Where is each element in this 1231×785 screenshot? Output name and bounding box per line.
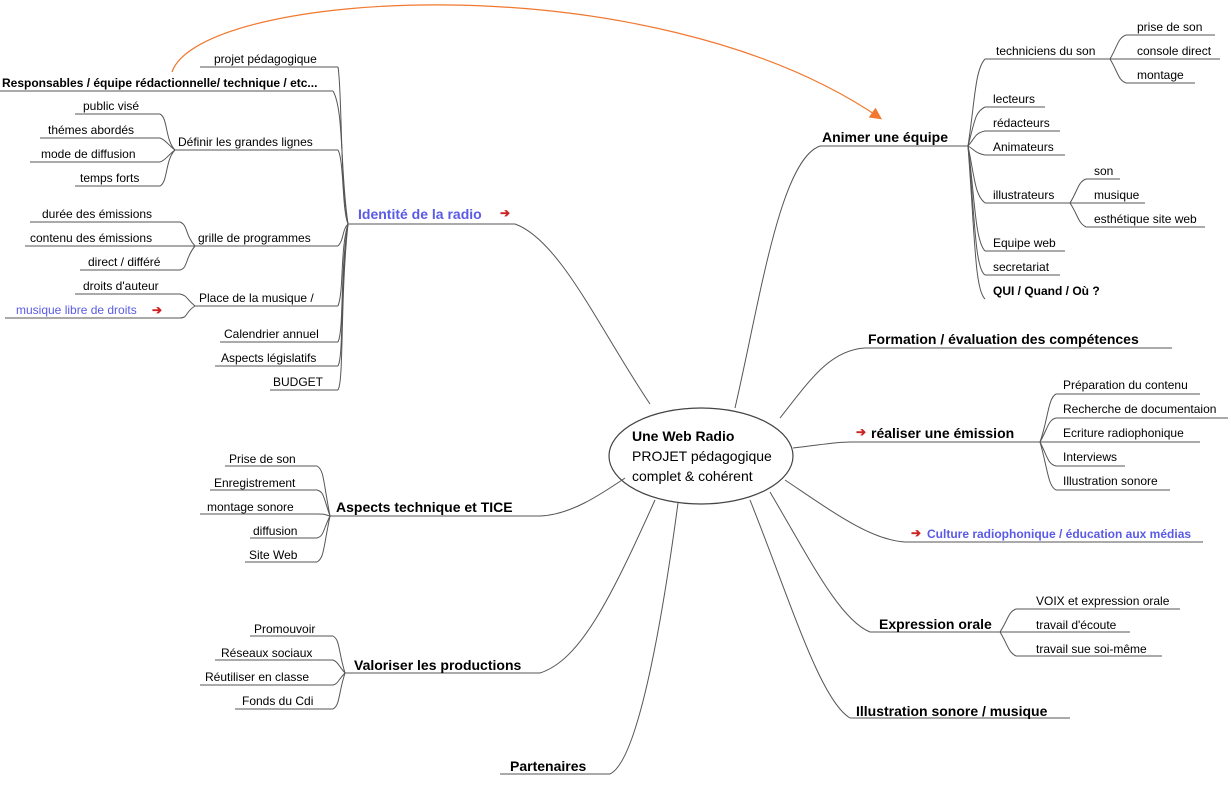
node-qui-quand-ou[interactable]: QUI / Quand / Où ? bbox=[993, 284, 1100, 298]
node-mode-diffusion[interactable]: mode de diffusion bbox=[41, 147, 136, 161]
node-travail-ecoute[interactable]: travail d'écoute bbox=[1036, 618, 1117, 632]
node-interviews[interactable]: Interviews bbox=[1063, 450, 1118, 464]
connector-formation bbox=[779, 347, 866, 419]
node-definir-grandes-lignes[interactable]: Définir les grandes lignes bbox=[178, 135, 313, 149]
node-recherche-documentation[interactable]: Recherche de documentaion bbox=[1063, 402, 1217, 416]
node-culture-radiophonique[interactable]: Culture radiophonique / éducation aux mé… bbox=[927, 527, 1192, 541]
node-redacteurs[interactable]: rédacteurs bbox=[993, 116, 1050, 130]
relation-arrow bbox=[171, 4, 882, 120]
node-prise-son-tech[interactable]: prise de son bbox=[1137, 20, 1203, 34]
connector-aspects-tech bbox=[539, 477, 626, 517]
node-identite[interactable]: Identité de la radio bbox=[358, 206, 482, 222]
node-public-vise[interactable]: public visé bbox=[83, 99, 140, 113]
node-illustration-sonore-item[interactable]: Illustration sonore bbox=[1063, 474, 1158, 488]
link-arrow-identite[interactable]: ➔ bbox=[500, 206, 511, 220]
node-formation[interactable]: Formation / évaluation des compétences bbox=[868, 331, 1139, 347]
connector-illustration bbox=[749, 499, 851, 719]
center-line2: PROJET pédagogique bbox=[632, 448, 772, 464]
node-valoriser-productions[interactable]: Valoriser les productions bbox=[354, 657, 522, 673]
connector-identite bbox=[514, 223, 651, 405]
connector-partenaires bbox=[609, 502, 679, 775]
node-montage-sonore[interactable]: montage sonore bbox=[207, 500, 294, 514]
link-arrow-culture[interactable]: ➔ bbox=[911, 526, 922, 540]
node-place-musique[interactable]: Place de la musique / bbox=[199, 291, 314, 305]
node-ecriture-radiophonique[interactable]: Ecriture radiophonique bbox=[1063, 426, 1184, 440]
node-travail-soi-meme[interactable]: travail sue soi-même bbox=[1036, 642, 1147, 656]
node-themes-abordes[interactable]: thémes abordés bbox=[48, 123, 135, 137]
node-grille-programmes[interactable]: grille de programmes bbox=[198, 231, 311, 245]
node-site-web[interactable]: Site Web bbox=[249, 548, 298, 562]
node-preparation-contenu[interactable]: Préparation du contenu bbox=[1063, 378, 1188, 392]
node-secretariat[interactable]: secretariat bbox=[993, 260, 1050, 274]
node-illustration-sonore-musique[interactable]: Illustration sonore / musique bbox=[856, 703, 1048, 719]
link-arrow-musique-libre[interactable]: ➔ bbox=[152, 303, 163, 317]
node-illustrateurs[interactable]: illustrateurs bbox=[993, 188, 1055, 202]
node-animer-equipe[interactable]: Animer une équipe bbox=[822, 129, 949, 145]
center-node[interactable]: Une Web Radio PROJET pédagogique complet… bbox=[632, 426, 772, 486]
node-reseaux-sociaux[interactable]: Réseaux sociaux bbox=[221, 646, 313, 660]
node-contenu-emissions[interactable]: contenu des émissions bbox=[30, 231, 153, 245]
connector-realiser bbox=[792, 441, 851, 449]
connector-valoriser bbox=[539, 499, 656, 674]
node-musique[interactable]: musique bbox=[1094, 188, 1140, 202]
node-temps-forts[interactable]: temps forts bbox=[80, 171, 140, 185]
node-droits-auteur[interactable]: droits d'auteur bbox=[83, 279, 159, 293]
node-calendrier-annuel[interactable]: Calendrier annuel bbox=[224, 327, 319, 341]
node-techniciens-son[interactable]: techniciens du son bbox=[996, 44, 1096, 58]
connector-animer bbox=[734, 145, 821, 409]
node-son[interactable]: son bbox=[1094, 164, 1114, 178]
node-prise-son[interactable]: Prise de son bbox=[229, 452, 296, 466]
center-node-ellipse bbox=[608, 407, 794, 505]
node-aspects-technique[interactable]: Aspects technique et TICE bbox=[336, 499, 513, 515]
node-responsables[interactable]: Responsables / équipe rédactionnelle/ te… bbox=[2, 76, 318, 90]
node-diffusion[interactable]: diffusion bbox=[253, 524, 298, 538]
node-realiser-emission[interactable]: réaliser une émission bbox=[871, 425, 1015, 441]
node-budget[interactable]: BUDGET bbox=[273, 375, 324, 389]
node-duree-emissions[interactable]: durée des émissions bbox=[42, 207, 153, 221]
node-projet-pedagogique[interactable]: projet pédagogique bbox=[214, 52, 317, 66]
center-title: Une Web Radio bbox=[632, 428, 735, 444]
node-montage[interactable]: montage bbox=[1137, 68, 1184, 82]
node-console-direct[interactable]: console direct bbox=[1137, 44, 1212, 58]
connector-expression bbox=[769, 491, 871, 633]
node-fonds-cdi[interactable]: Fonds du Cdi bbox=[242, 694, 314, 708]
node-equipe-web[interactable]: Equipe web bbox=[993, 236, 1056, 250]
node-musique-libre[interactable]: musique libre de droits bbox=[16, 303, 137, 317]
connector-culture bbox=[784, 479, 906, 543]
link-arrow-realiser[interactable]: ➔ bbox=[856, 425, 867, 439]
node-animateurs[interactable]: Animateurs bbox=[993, 140, 1054, 154]
node-expression-orale[interactable]: Expression orale bbox=[879, 616, 992, 632]
node-enregistrement[interactable]: Enregistrement bbox=[214, 476, 296, 490]
node-esthetique-site-web[interactable]: esthétique site web bbox=[1094, 212, 1197, 226]
center-line3: complet & cohérent bbox=[632, 468, 753, 484]
node-promouvoir[interactable]: Promouvoir bbox=[254, 622, 316, 636]
node-partenaires[interactable]: Partenaires bbox=[510, 758, 587, 774]
node-direct-differe[interactable]: direct / différé bbox=[88, 255, 161, 269]
node-reutiliser-classe[interactable]: Réutiliser en classe bbox=[205, 670, 310, 684]
node-voix-expression[interactable]: VOIX et expression orale bbox=[1036, 594, 1170, 608]
node-lecteurs[interactable]: lecteurs bbox=[993, 92, 1036, 106]
node-aspects-legislatifs[interactable]: Aspects législatifs bbox=[221, 351, 317, 365]
